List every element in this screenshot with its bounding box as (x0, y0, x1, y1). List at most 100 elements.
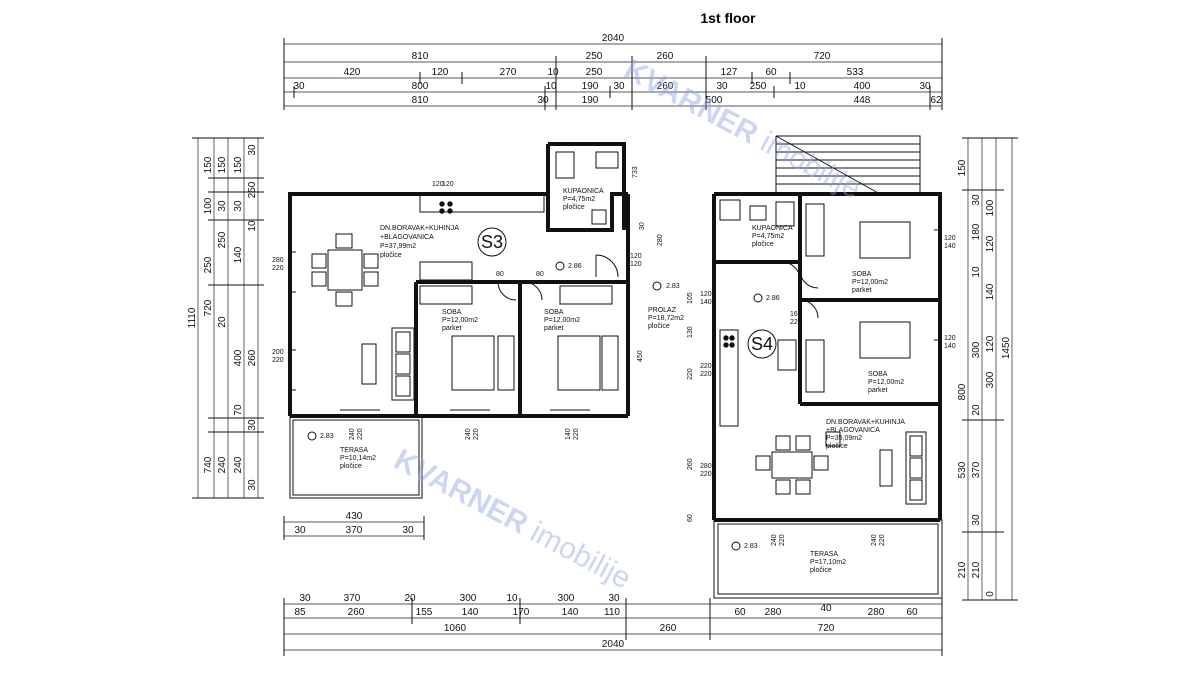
dim-label: 0 (985, 591, 996, 597)
apartment-s3-marker: S3 (481, 232, 503, 252)
inner-dim: 120 (700, 291, 712, 298)
dim-label: 30 (247, 419, 258, 431)
inner-dim: 220 (573, 428, 580, 440)
dim-label: 260 (660, 623, 677, 634)
room-s4-bed1-floor: parket (852, 287, 872, 294)
inner-dim: 220 (790, 319, 802, 326)
dim-label: 150 (217, 156, 228, 173)
room-s4-bath-floor: pločice (752, 241, 774, 248)
inner-dim: 120 (630, 253, 642, 260)
dim-label: 100 (203, 197, 214, 214)
inner-dim: 160 (790, 311, 802, 318)
plan-title: 1st floor (700, 10, 756, 26)
furniture (311, 151, 927, 505)
dim-label: 260 (657, 81, 674, 92)
watermark-suffix-bottom: imobilije (518, 512, 637, 596)
dim-label: 30 (294, 525, 306, 536)
dim-label: 30 (402, 525, 414, 536)
dim-label: 140 (462, 607, 479, 618)
room-labels: DN.BORAVAK+KUHINJA +BLAGOVANICA P=37,99m… (340, 188, 905, 574)
dim-bottom-total: 2040 (602, 639, 625, 650)
room-s4-terrace-floor: pločice (810, 567, 832, 574)
room-s3-living-floor: pločice (380, 252, 402, 259)
dim-label: 150 (233, 156, 244, 173)
dim-label: 280 (765, 607, 782, 618)
inner-dim: 240 (465, 428, 472, 440)
walls (288, 142, 943, 599)
dim-label: 140 (233, 246, 244, 263)
room-s3-bed1-floor: parket (442, 325, 462, 332)
inner-dim: 120 (442, 181, 454, 188)
room-s3-terrace-floor: pločice (340, 463, 362, 470)
room-s4-bath-area: P=4,75m2 (752, 233, 784, 240)
inner-dim: 120 (432, 181, 444, 188)
dim-label: 448 (854, 95, 871, 106)
dim-label: 10 (506, 593, 518, 604)
dim-label: 300 (985, 371, 996, 388)
dim-label: 20 (971, 404, 982, 416)
level-label: 2.83 (744, 543, 758, 550)
room-hall-name: PROLAZ (648, 307, 677, 314)
dim-label: 30 (716, 81, 728, 92)
dim-label: 250 (217, 231, 228, 248)
windows (290, 229, 940, 521)
room-s4-living-floor: pločice (826, 443, 848, 450)
room-s3-bath-area: P=4,75m2 (563, 196, 595, 203)
dim-label: 1060 (444, 623, 467, 634)
dim-label: 30 (919, 81, 931, 92)
dim-label: 30 (608, 593, 620, 604)
inner-dim: 200 (272, 349, 284, 356)
doors (497, 254, 819, 319)
room-s4-living-name: DN.BORAVAK+KUHINJA (826, 419, 905, 426)
dim-label: 420 (344, 67, 361, 78)
dim-label: 720 (203, 299, 214, 316)
right-dimensions: 1450 150 800 530 210 30 180 10 300 20 37… (957, 137, 1018, 601)
room-s3-bed2-floor: parket (544, 325, 564, 332)
room-s4-bed1-name: SOBA (852, 271, 872, 278)
stairs (775, 135, 921, 195)
dim-label: 30 (293, 81, 305, 92)
dim-label: 100 (985, 199, 996, 216)
inner-dim: 240 (871, 534, 878, 546)
watermark-brand-top: KVARNER (619, 53, 764, 151)
room-s4-bed2-name: SOBA (868, 371, 888, 378)
room-s3-living-name: DN.BORAVAK+KUHINJA (380, 225, 459, 232)
inner-dim: 120 (944, 235, 956, 242)
dim-label: 30 (971, 194, 982, 206)
dim-label: 190 (582, 81, 599, 92)
dim-right-total: 1450 (1001, 336, 1012, 359)
dim-label: 120 (985, 235, 996, 252)
room-s3-living-name2: +BLAGOVANICA (380, 234, 434, 241)
inner-dim: 260 (687, 458, 694, 470)
room-s3-bath-name: KUPAONICA (563, 188, 604, 195)
inner-dim: 450 (637, 350, 644, 362)
dim-label: 300 (558, 593, 575, 604)
dim-label: 140 (562, 607, 579, 618)
dim-label: 150 (203, 156, 214, 173)
dim-label: 60 (765, 67, 777, 78)
dim-label: 30 (233, 200, 244, 212)
inner-dim: 220 (700, 371, 712, 378)
inner-dim: 280 (657, 234, 664, 246)
room-hall-floor: pločice (648, 323, 670, 330)
inner-dimensions: 120 120 733 280 30 450 105 130 220 260 6… (272, 166, 956, 546)
level-markers: 2.86 2.83 2.86 2.83 2.83 (307, 261, 780, 551)
dim-label: 533 (847, 67, 864, 78)
dim-label: 190 (582, 95, 599, 106)
room-s4-terrace-area: P=17,10m2 (810, 559, 846, 566)
dim-label: 530 (957, 461, 968, 478)
room-s3-bed1-area: P=12,00m2 (442, 317, 478, 324)
dim-label: 720 (814, 51, 831, 62)
room-s4-bed2-floor: parket (868, 387, 888, 394)
top-dimensions: 2040 810 250 260 720 420 120 270 10 250 … (283, 33, 943, 110)
dim-label: 250 (750, 81, 767, 92)
room-s3-bed1-name: SOBA (442, 309, 462, 316)
inner-dim: 220 (357, 428, 364, 440)
room-hall-area: P=18,72m2 (648, 315, 684, 322)
inner-dim: 120 (630, 261, 642, 268)
level-label: 2.83 (320, 433, 334, 440)
bottom-dimensions: 30 370 20 300 10 300 30 85 260 155 140 1… (283, 593, 943, 656)
dim-label: 155 (416, 607, 433, 618)
inner-dim: 140 (565, 428, 572, 440)
